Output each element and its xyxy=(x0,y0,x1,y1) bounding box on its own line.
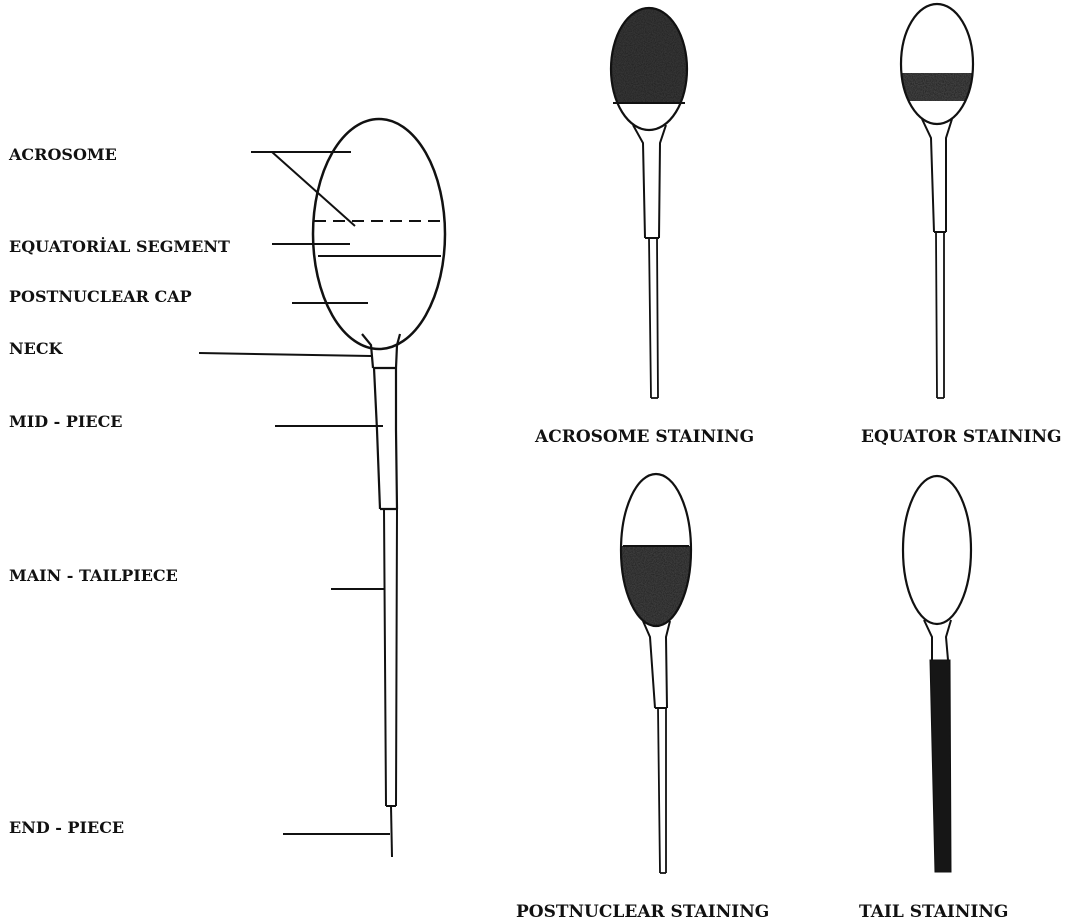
neck-leader-line xyxy=(199,353,371,356)
equator-staining-neck-midpiece xyxy=(922,119,952,232)
label-end-piece: END - PIECE xyxy=(9,818,124,837)
label-postnuclear-staining: POSTNUCLEAR STAINING xyxy=(516,902,769,922)
main-sperm-neck xyxy=(362,334,400,368)
postnuclear-stain-grain xyxy=(618,546,694,630)
main-sperm-head xyxy=(313,119,445,349)
label-equatorial-segment: EQUATORİAL SEGMENT xyxy=(9,236,230,256)
label-postnuclear-cap: POSTNUCLEAR CAP xyxy=(9,287,192,306)
postnuclear-staining-tail xyxy=(658,708,666,873)
tail-staining-head xyxy=(903,476,971,624)
equator-staining-sperm xyxy=(900,4,974,398)
tail-staining-sperm xyxy=(903,476,971,872)
acrosome-stain-grain xyxy=(609,5,689,103)
acrosome-staining-sperm xyxy=(609,5,689,398)
equator-stain-grain xyxy=(900,73,974,101)
tail-staining-neck xyxy=(924,620,951,660)
postnuclear-staining-sperm xyxy=(618,474,694,873)
postnuclear-staining-neck-midpiece xyxy=(643,621,670,708)
acrosome-staining-neck-midpiece xyxy=(633,125,666,238)
main-sperm-midpiece xyxy=(374,368,397,509)
main-sperm-endpiece xyxy=(391,806,392,857)
tail-stain-fill xyxy=(930,660,951,872)
label-acrosome-staining: ACROSOME STAINING xyxy=(534,427,754,447)
equator-staining-head xyxy=(901,4,973,124)
main-sperm xyxy=(199,119,445,857)
label-neck: NECK xyxy=(9,339,64,358)
label-tail-staining: TAIL STAINING xyxy=(859,902,1008,922)
label-acrosome: ACROSOME xyxy=(8,145,117,164)
acrosome-staining-tail xyxy=(649,238,658,398)
equator-staining-tail xyxy=(936,232,944,398)
main-sperm-tailpiece xyxy=(384,509,397,806)
label-equator-staining: EQUATOR STAINING xyxy=(861,427,1062,447)
label-mid-piece: MID - PIECE xyxy=(9,412,123,431)
label-main-tailpiece: MAIN - TAILPIECE xyxy=(9,566,178,585)
